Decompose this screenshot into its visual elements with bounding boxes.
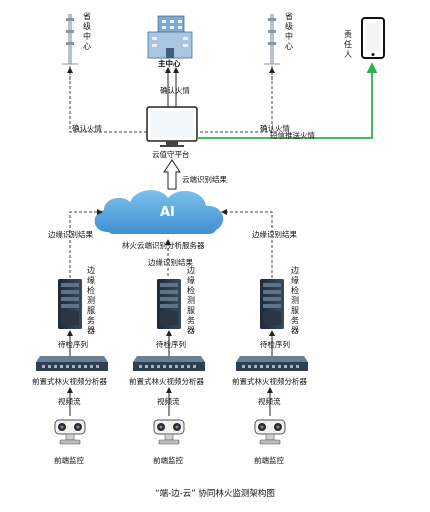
office-building-icon [147,15,193,59]
confirm-fire-left-label: 确认火情 [72,124,102,133]
province-center-left-label: 省级中心 [83,12,91,51]
cloud-server-label: 林火云端识别分析服务器 [122,241,205,250]
front-monitor-left-label: 前端监控 [54,456,84,465]
sms-push-label: 短信推送火情 [270,131,315,140]
video-stream-center-label: 视频流 [157,397,180,406]
signal-tower-icon-right [264,14,280,65]
diagram-caption: “端-边-云” 协同林火监测架构图 [155,489,275,499]
surveillance-camera-icon-center [153,419,185,445]
cloud-platform-label: 云值守平台 [152,150,190,159]
province-center-right-label: 省级中心 [285,12,293,51]
front-monitor-center-label: 前端监控 [153,456,183,465]
front-analyzer-center-label: 前置式林火视频分析器 [129,377,204,386]
responsible-person-label: 责任人 [344,30,352,59]
surveillance-camera-icon-left [54,419,86,445]
network-switch-icon-center [133,356,205,371]
server-rack-icon-right [260,279,284,329]
edge-server-left-label: 边缘检测服务器 [87,266,95,335]
front-analyzer-left-label: 前置式林火视频分析器 [32,377,107,386]
pending-queue-center-label: 待检序列 [156,340,186,349]
video-stream-left-label: 视频流 [58,397,81,406]
network-switch-icon-left [36,356,108,371]
edge-server-right-label: 边缘检测服务器 [291,266,299,335]
pending-queue-left-label: 待检序列 [58,340,88,349]
network-switch-icon-right [236,356,308,371]
server-rack-icon-center [157,279,181,329]
edge-server-center-label: 边缘检测服务器 [187,266,195,335]
main-center-label: 主中心 [158,59,181,68]
front-analyzer-right-label: 前置式林火视频分析器 [232,377,307,386]
confirm-fire-top-label: 确认火情 [160,86,190,95]
edge-result-left-label: 边缘识别结果 [48,230,93,239]
smartphone-icon [361,17,385,59]
cloud-result-label: 云端识别结果 [182,175,227,184]
edge-result-center-label: 边缘识别结果 [148,258,193,267]
surveillance-camera-icon-right [254,419,286,445]
video-stream-right-label: 视频流 [258,397,281,406]
edge-result-right-label: 边缘识别结果 [252,230,297,239]
monitor-icon [146,106,198,147]
server-rack-icon-left [58,279,82,329]
signal-tower-icon-left [62,14,78,65]
ai-label: AI [160,205,175,220]
pending-queue-right-label: 待检序列 [260,340,290,349]
front-monitor-right-label: 前端监控 [254,456,284,465]
ai-cloud-icon [94,190,224,234]
confirm-fire-right-label: 确认火情 [260,124,290,133]
